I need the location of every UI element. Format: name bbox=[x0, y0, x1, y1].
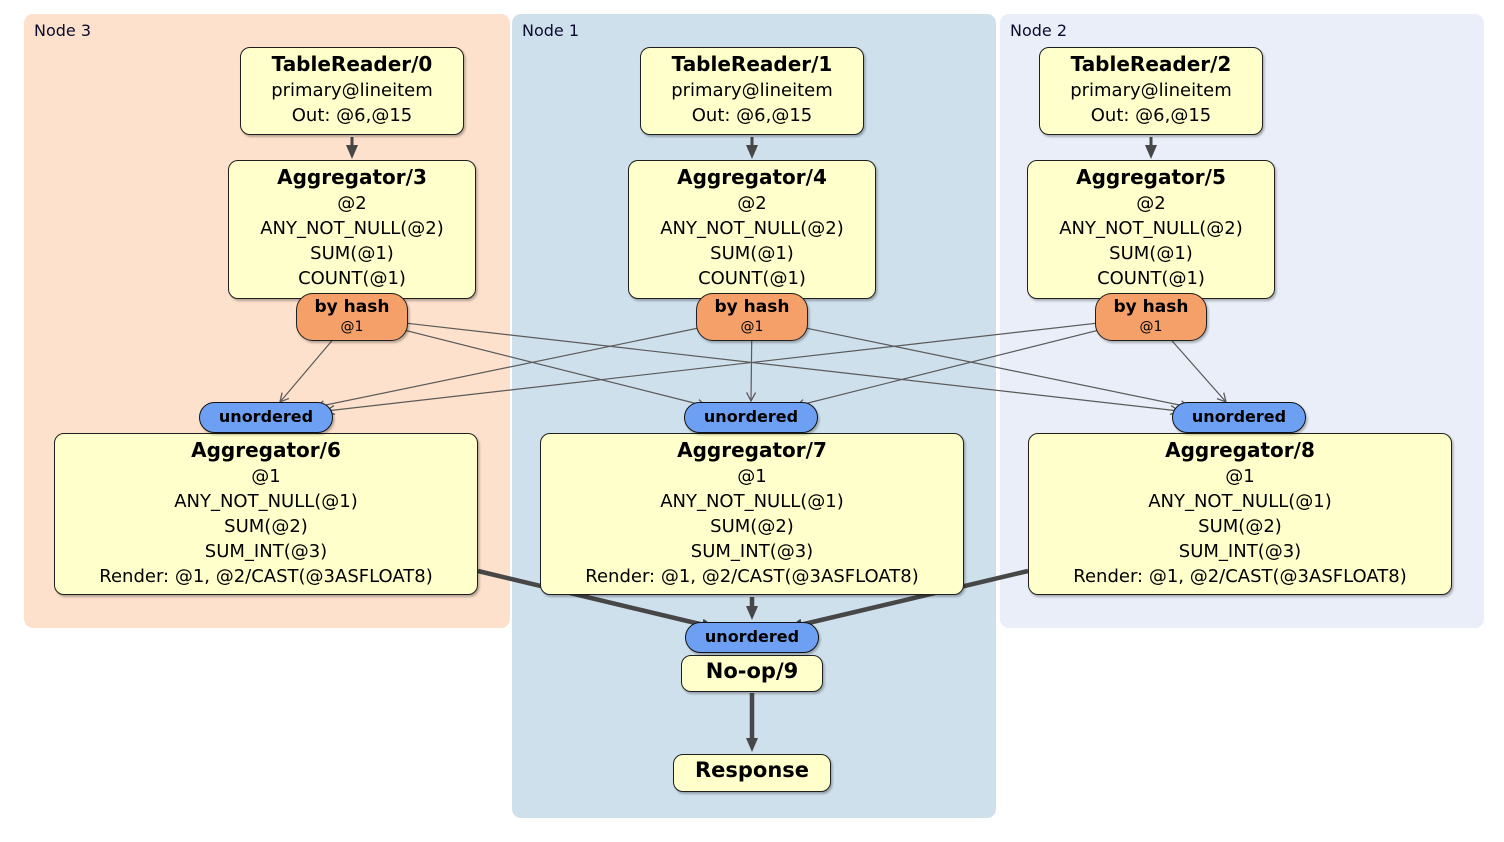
router-fanout-edges bbox=[279, 316, 1227, 416]
table-reader-2-box: TableReader/2 primary@lineitem Out: @6,@… bbox=[1039, 47, 1263, 135]
node-3-label: Node 3 bbox=[34, 21, 92, 40]
table-reader-0-box: TableReader/0 primary@lineitem Out: @6,@… bbox=[240, 47, 464, 135]
op-title: Aggregator/4 bbox=[677, 165, 827, 189]
op-agg-line: ANY_NOT_NULL(@1) bbox=[660, 491, 844, 512]
op-agg-line: SUM(@1) bbox=[710, 243, 794, 264]
unordered-stream-node3: unordered bbox=[199, 402, 333, 433]
op-groupby-line: @2 bbox=[1136, 193, 1166, 214]
op-title: Aggregator/3 bbox=[277, 165, 427, 189]
op-agg-line: SUM_INT(@3) bbox=[204, 541, 328, 562]
router-columns: @1 bbox=[340, 319, 364, 335]
op-groupby-line: @2 bbox=[337, 193, 367, 214]
op-agg-line: ANY_NOT_NULL(@1) bbox=[174, 491, 358, 512]
final-merge-edges bbox=[477, 568, 1029, 752]
op-agg-line: COUNT(@1) bbox=[698, 268, 806, 289]
router-label: by hash bbox=[1113, 297, 1189, 317]
op-index-line: primary@lineitem bbox=[1070, 80, 1232, 101]
noop-9-box: No-op/9 bbox=[681, 655, 823, 692]
op-agg-line: SUM_INT(@3) bbox=[1178, 541, 1302, 562]
op-agg-line: ANY_NOT_NULL(@1) bbox=[1148, 491, 1332, 512]
aggregator-6-box: Aggregator/6 @1 ANY_NOT_NULL(@1) SUM(@2)… bbox=[54, 433, 478, 595]
op-index-line: primary@lineitem bbox=[271, 80, 433, 101]
op-agg-line: SUM(@1) bbox=[310, 243, 394, 264]
op-groupby-line: @1 bbox=[737, 466, 767, 487]
op-index-line: primary@lineitem bbox=[671, 80, 833, 101]
op-agg-line: ANY_NOT_NULL(@2) bbox=[660, 218, 844, 239]
reader-to-aggregator-edges bbox=[346, 137, 1157, 159]
op-title: Aggregator/8 bbox=[1165, 438, 1315, 462]
unordered-stream-node2: unordered bbox=[1172, 402, 1306, 433]
op-groupby-line: @1 bbox=[1225, 466, 1255, 487]
unordered-stream-final: unordered bbox=[685, 622, 819, 653]
router-label: by hash bbox=[714, 297, 790, 317]
op-out-line: Out: @6,@15 bbox=[691, 105, 813, 126]
table-reader-1-box: TableReader/1 primary@lineitem Out: @6,@… bbox=[640, 47, 864, 135]
op-agg-line: SUM(@2) bbox=[224, 516, 308, 537]
op-title: Aggregator/5 bbox=[1076, 165, 1226, 189]
op-out-line: Out: @6,@15 bbox=[1090, 105, 1212, 126]
router-columns: @1 bbox=[1139, 319, 1163, 335]
aggregator-4-box: Aggregator/4 @2 ANY_NOT_NULL(@2) SUM(@1)… bbox=[628, 160, 876, 299]
op-title: Aggregator/6 bbox=[191, 438, 341, 462]
op-agg-line: COUNT(@1) bbox=[1097, 268, 1205, 289]
op-agg-line: ANY_NOT_NULL(@2) bbox=[260, 218, 444, 239]
unordered-stream-node1: unordered bbox=[684, 402, 818, 433]
op-out-line: Out: @6,@15 bbox=[291, 105, 413, 126]
by-hash-router-node3: by hash @1 bbox=[296, 293, 408, 341]
aggregator-5-box: Aggregator/5 @2 ANY_NOT_NULL(@2) SUM(@1)… bbox=[1027, 160, 1275, 299]
op-groupby-line: @1 bbox=[251, 466, 281, 487]
op-agg-line: SUM(@1) bbox=[1109, 243, 1193, 264]
op-render-line: Render: @1, @2/CAST(@3ASFLOAT8) bbox=[1073, 566, 1407, 587]
aggregator-7-box: Aggregator/7 @1 ANY_NOT_NULL(@1) SUM(@2)… bbox=[540, 433, 964, 595]
node-2-label: Node 2 bbox=[1010, 21, 1068, 40]
op-agg-line: SUM(@2) bbox=[1198, 516, 1282, 537]
op-groupby-line: @2 bbox=[737, 193, 767, 214]
aggregator-3-box: Aggregator/3 @2 ANY_NOT_NULL(@2) SUM(@1)… bbox=[228, 160, 476, 299]
by-hash-router-node2: by hash @1 bbox=[1095, 293, 1207, 341]
router-columns: @1 bbox=[740, 319, 764, 335]
op-agg-line: ANY_NOT_NULL(@2) bbox=[1059, 218, 1243, 239]
op-agg-line: SUM_INT(@3) bbox=[690, 541, 814, 562]
response-box: Response bbox=[673, 754, 831, 792]
op-title: Aggregator/7 bbox=[677, 438, 827, 462]
op-title: No-op/9 bbox=[705, 659, 799, 683]
op-title: TableReader/1 bbox=[671, 52, 833, 76]
op-render-line: Render: @1, @2/CAST(@3ASFLOAT8) bbox=[99, 566, 433, 587]
op-title: Response bbox=[694, 758, 810, 782]
router-label: by hash bbox=[314, 297, 390, 317]
by-hash-router-node1: by hash @1 bbox=[696, 293, 808, 341]
op-render-line: Render: @1, @2/CAST(@3ASFLOAT8) bbox=[585, 566, 919, 587]
op-agg-line: COUNT(@1) bbox=[298, 268, 406, 289]
node-1-label: Node 1 bbox=[522, 21, 580, 40]
aggregator-8-box: Aggregator/8 @1 ANY_NOT_NULL(@1) SUM(@2)… bbox=[1028, 433, 1452, 595]
op-title: TableReader/2 bbox=[1070, 52, 1232, 76]
op-agg-line: SUM(@2) bbox=[710, 516, 794, 537]
op-title: TableReader/0 bbox=[271, 52, 433, 76]
